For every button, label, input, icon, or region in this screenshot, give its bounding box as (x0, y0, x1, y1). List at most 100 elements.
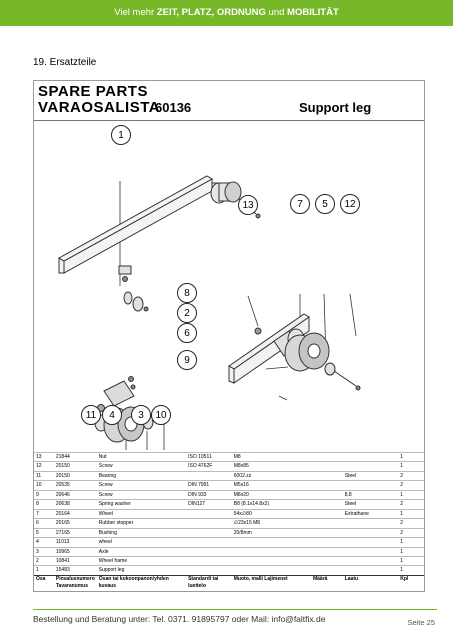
table-cell: M8x85 (231, 461, 311, 472)
table-cell: 2 (398, 499, 424, 510)
sheet-part-name: Support leg (299, 100, 372, 115)
table-cell: 11013 (53, 537, 97, 548)
exploded-view-diagram (57, 175, 361, 450)
table-cell: Nut (96, 451, 187, 462)
spare-parts-sheet: SPARE PARTS VARAOSALISTA 60136 Support l… (33, 80, 425, 592)
table-cell: Axle (96, 546, 187, 557)
callout-6: 6 (177, 323, 197, 343)
table-cell: Screw (96, 480, 187, 491)
table-cell: 1 (398, 461, 424, 472)
table-cell: 1 (398, 508, 424, 519)
table-cell (231, 555, 311, 566)
callout-10: 10 (151, 405, 171, 425)
table-header-cell: Laatu (342, 574, 399, 591)
table-cell: 9 (34, 489, 54, 500)
table-cell: Steel (342, 499, 399, 510)
table-cell: DIN 7991 (186, 480, 232, 491)
table-cell (310, 555, 343, 566)
top-banner: Viel mehr ZEIT, PLATZ, ORDNUNG und MOBIL… (0, 0, 453, 26)
table-cell: 15483 (53, 565, 97, 576)
table-cell: DIN 933 (186, 489, 232, 500)
table-cell: 2 (398, 527, 424, 538)
callout-9: 9 (177, 350, 197, 370)
table-cell (310, 489, 343, 500)
table-cell: Wheel (96, 508, 187, 519)
callout-11: 11 (81, 405, 101, 425)
callout-4: 4 (102, 405, 122, 425)
table-cell (186, 565, 232, 576)
table-cell: ISO 4762F (186, 461, 232, 472)
banner-bold2: MOBILITÄT (287, 7, 339, 18)
table-cell (186, 518, 232, 529)
table-cell: ISO 10511 (186, 451, 232, 462)
table-cell: 1 (398, 537, 424, 548)
table-cell (342, 527, 399, 538)
table-cell (342, 537, 399, 548)
table-cell: DIN127 (186, 499, 232, 510)
table-cell (310, 537, 343, 548)
table-cell (310, 451, 343, 462)
table-cell (310, 518, 343, 529)
table-cell: 54x∅80 (231, 508, 311, 519)
sheet-title-english: SPARE PARTS (38, 83, 148, 100)
table-cell: 20165 (53, 518, 97, 529)
callout-2: 2 (177, 303, 197, 323)
table-cell: Rubber stopper (96, 518, 187, 529)
banner-mid: und (265, 7, 288, 18)
table-cell: 2 (398, 480, 424, 491)
table-header-cell: Osa (34, 574, 54, 591)
table-cell: 7 (34, 508, 54, 519)
table-cell: 21844 (53, 451, 97, 462)
table-cell: 13 (34, 451, 54, 462)
table-cell (310, 565, 343, 576)
table-cell: Extrathane (342, 508, 399, 519)
sheet-title-finnish: VARAOSALISTA (38, 99, 161, 116)
table-cell: B8 (8.1x14.8x2) (231, 499, 311, 510)
table-cell: Screw (96, 461, 187, 472)
table-cell: 3 (34, 546, 54, 557)
table-cell: 1 (34, 565, 54, 576)
table-cell (342, 565, 399, 576)
table-cell: 2 (398, 518, 424, 529)
table-cell: 11 (34, 470, 54, 481)
table-cell (231, 537, 311, 548)
table-cell: 1 (398, 565, 424, 576)
table-cell: wheel (96, 537, 187, 548)
table-cell: 1 (398, 555, 424, 566)
table-cell: 20164 (53, 508, 97, 519)
table-cell (310, 527, 343, 538)
footer-contact: Bestellung und Beratung unter: Tel. 0371… (33, 614, 326, 624)
section-title: 19. Ersatzteile (33, 57, 97, 68)
table-cell (342, 451, 399, 462)
table-cell: 20150 (53, 461, 97, 472)
table-cell (342, 480, 399, 491)
table-cell (186, 537, 232, 548)
table-cell: 20535 (53, 480, 97, 491)
table-cell (310, 461, 343, 472)
table-cell: 20/8mm (231, 527, 311, 538)
table-cell: Bushing (96, 527, 187, 538)
footer-divider (33, 609, 437, 610)
table-header-cell: Määrä (310, 574, 343, 591)
callout-5: 5 (315, 194, 335, 214)
callout-8: 8 (177, 283, 197, 303)
table-cell (186, 546, 232, 557)
table-cell (342, 518, 399, 529)
sheet-divider (34, 120, 424, 121)
callout-12: 12 (340, 194, 360, 214)
table-cell: 1 (398, 451, 424, 462)
callout-1: 1 (111, 125, 131, 145)
table-header-cell: Muoto, malli Lajimenet (231, 574, 311, 591)
table-cell: 5 (34, 527, 54, 538)
